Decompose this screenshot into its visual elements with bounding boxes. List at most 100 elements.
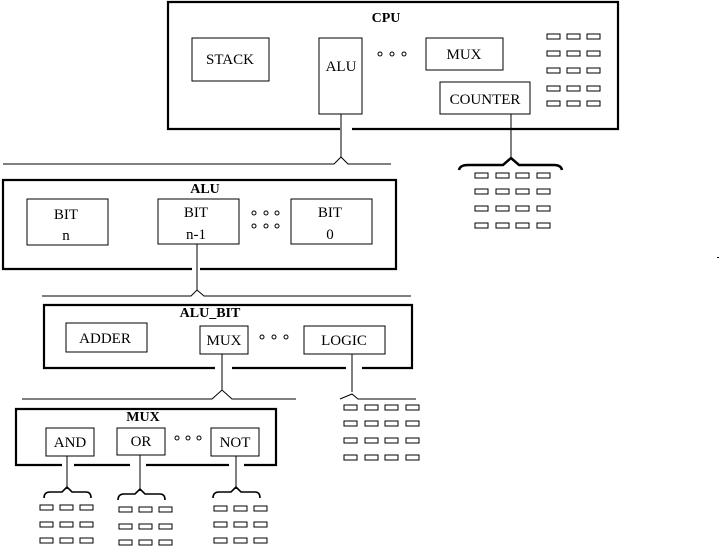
expansion-bracket-mux: [22, 389, 296, 400]
cell: [118, 539, 133, 546]
cell: [515, 205, 530, 212]
bit-n-label-1: BIT: [54, 207, 78, 223]
cell: [59, 521, 74, 528]
cpu-stack-label: STACK: [206, 52, 254, 68]
alubit-ellipsis: [259, 334, 289, 340]
or-label: OR: [131, 434, 152, 450]
cpu-counter-box: [439, 81, 531, 115]
brace-or: [117, 487, 166, 501]
cell: [474, 222, 489, 229]
cell: [495, 172, 510, 179]
bit-n1-label-2: n-1: [186, 227, 206, 243]
cell: [586, 85, 601, 92]
cpu-alu-box: [318, 37, 363, 115]
cpu-frame: [166, 0, 620, 131]
cpu-module: CPU STACK ALU MUX COUNTER: [166, 0, 620, 131]
cpu-mux-box: [425, 37, 504, 71]
adder-box: [65, 322, 148, 353]
cell: [39, 504, 54, 511]
cell: [495, 205, 510, 212]
cell: [384, 437, 399, 444]
bit-0-box: [290, 198, 373, 245]
bit-n1-box: [157, 198, 240, 245]
logic-cell-grid: [343, 404, 420, 461]
cell: [138, 506, 153, 513]
cell: [253, 537, 268, 544]
cell: [536, 188, 551, 195]
cell: [546, 67, 561, 74]
cell: [566, 33, 581, 40]
cell: [253, 521, 268, 528]
cell: [405, 404, 420, 411]
or-cell-grid: [118, 506, 173, 546]
alubit-module: ALU_BIT ADDER MUX LOGIC: [42, 303, 414, 370]
cell: [213, 537, 228, 544]
bit-0-label-1: BIT: [318, 205, 342, 221]
cell: [566, 100, 581, 107]
and-label: AND: [54, 435, 87, 451]
cell: [515, 172, 530, 179]
cell: [474, 205, 489, 212]
cell: [79, 521, 94, 528]
cell: [79, 537, 94, 544]
cell: [546, 33, 561, 40]
cell: [343, 437, 358, 444]
cell: [59, 504, 74, 511]
alu-title: ALU: [190, 182, 220, 197]
counter-cell-grid: [474, 172, 551, 229]
expansion-bracket-alu: [3, 156, 391, 165]
cell: [566, 85, 581, 92]
cell: [495, 188, 510, 195]
bit-n1-label-1: BIT: [184, 205, 208, 221]
cell: [233, 537, 248, 544]
cpu-stack-box: [191, 37, 270, 82]
cell: [536, 172, 551, 179]
or-box: [116, 427, 166, 456]
cell: [364, 404, 379, 411]
not-cell-grid: [213, 505, 268, 544]
alubit-title: ALU_BIT: [180, 306, 241, 321]
not-label: NOT: [220, 435, 251, 451]
cell: [536, 205, 551, 212]
cell: [364, 420, 379, 427]
cpu-alu-label: ALU: [326, 59, 357, 75]
cell: [138, 539, 153, 546]
cell: [495, 222, 510, 229]
cell: [364, 437, 379, 444]
alubit-mux-label: MUX: [206, 333, 241, 349]
cell: [384, 404, 399, 411]
cell: [586, 50, 601, 57]
bit-n-label-2: n: [62, 228, 70, 244]
cell: [118, 523, 133, 530]
cell: [405, 454, 420, 461]
cell: [474, 172, 489, 179]
brace-not: [212, 485, 261, 499]
not-box: [210, 427, 260, 457]
cpu-mux-label: MUX: [446, 47, 481, 63]
mux-ellipsis: [174, 435, 202, 441]
cpu-ellipsis: [377, 51, 407, 57]
cell: [586, 100, 601, 107]
mux-module: MUX AND OR NOT: [14, 407, 278, 467]
alubit-frame: [42, 303, 414, 370]
cell: [158, 523, 173, 530]
cell: [79, 504, 94, 511]
alu-module: ALU BIT n BIT n-1 BIT 0: [1, 178, 398, 271]
bit-0-label-2: 0: [326, 227, 334, 243]
cell: [566, 50, 581, 57]
cell: [118, 506, 133, 513]
cell: [158, 506, 173, 513]
cell: [515, 188, 530, 195]
cell: [39, 521, 54, 528]
stray-mark: [717, 257, 719, 258]
cell: [233, 505, 248, 512]
bracket-logic: [339, 393, 416, 400]
mux-title: MUX: [126, 410, 159, 425]
cell: [343, 404, 358, 411]
cell: [253, 505, 268, 512]
cell: [343, 454, 358, 461]
cell: [59, 537, 74, 544]
cpu-counter-label: COUNTER: [450, 92, 521, 108]
cpu-title: CPU: [372, 11, 401, 26]
